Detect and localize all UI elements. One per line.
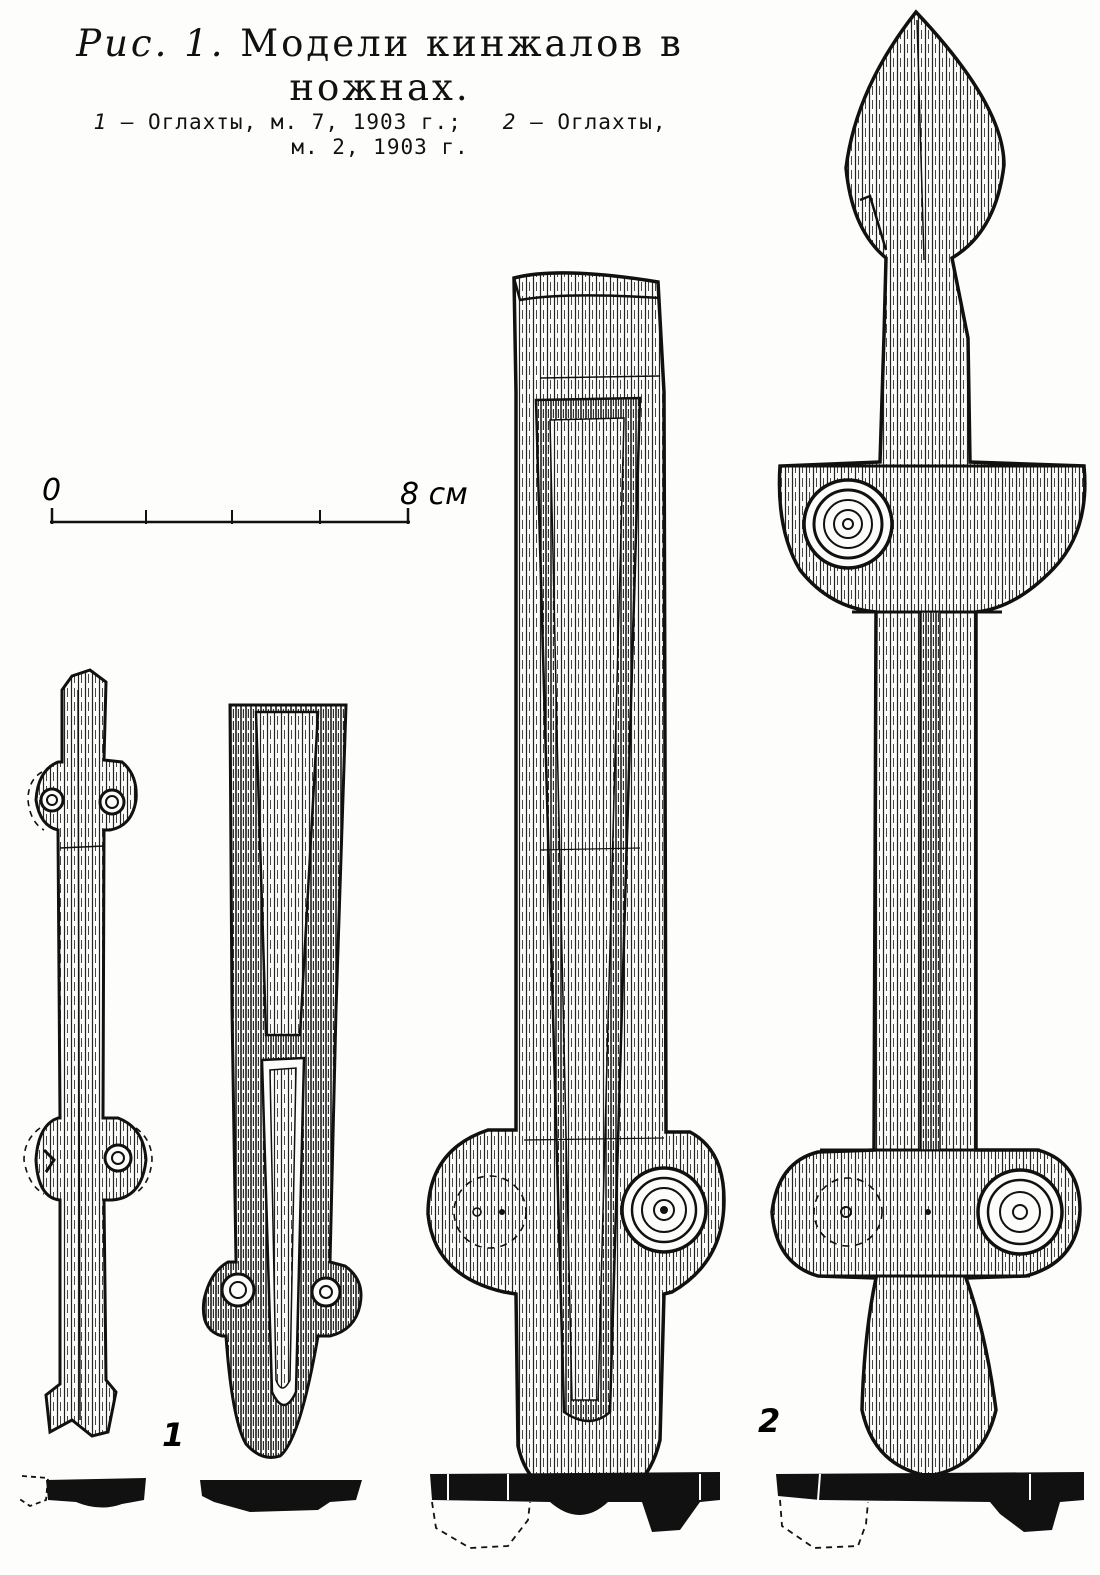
- figure-label-1: 1: [162, 1416, 184, 1454]
- scale-start-label: 0: [42, 473, 61, 508]
- caption-title-line: Рис. 1. Модели кинжалов в ножнах.: [0, 22, 760, 110]
- figure-label-2: 2: [758, 1402, 780, 1440]
- caption-title: Модели кинжалов в ножнах.: [240, 22, 684, 109]
- caption-items-line: 1 — Оглахты, м. 7, 1903 г.; 2 — Оглахты,: [0, 110, 760, 135]
- caption-item2-text: — Оглахты,: [530, 110, 667, 134]
- scale-bar: 0 8 см: [42, 473, 468, 524]
- caption-item1-text: — Оглахты, м. 7, 1903 г.;: [120, 110, 462, 134]
- dagger-2-sheath: [426, 271, 726, 1504]
- dagger-1-front: [23, 668, 153, 1438]
- caption-third-line: м. 2, 1903 г.: [291, 135, 469, 159]
- figure-caption: Рис. 1. Модели кинжалов в ножнах. 1 — Ог…: [0, 22, 760, 160]
- scale-end-label: 8 см: [400, 477, 468, 512]
- caption-fig-number: 1.: [184, 22, 226, 65]
- dagger-1-sheath: [201, 703, 363, 1459]
- cross-sections: [17, 1472, 1084, 1549]
- caption-item2-number: 2: [502, 110, 517, 134]
- caption-item1-number: 1: [93, 110, 108, 134]
- dagger-2-front: [770, 9, 1087, 1478]
- caption-fig-prefix: Рис.: [76, 22, 170, 65]
